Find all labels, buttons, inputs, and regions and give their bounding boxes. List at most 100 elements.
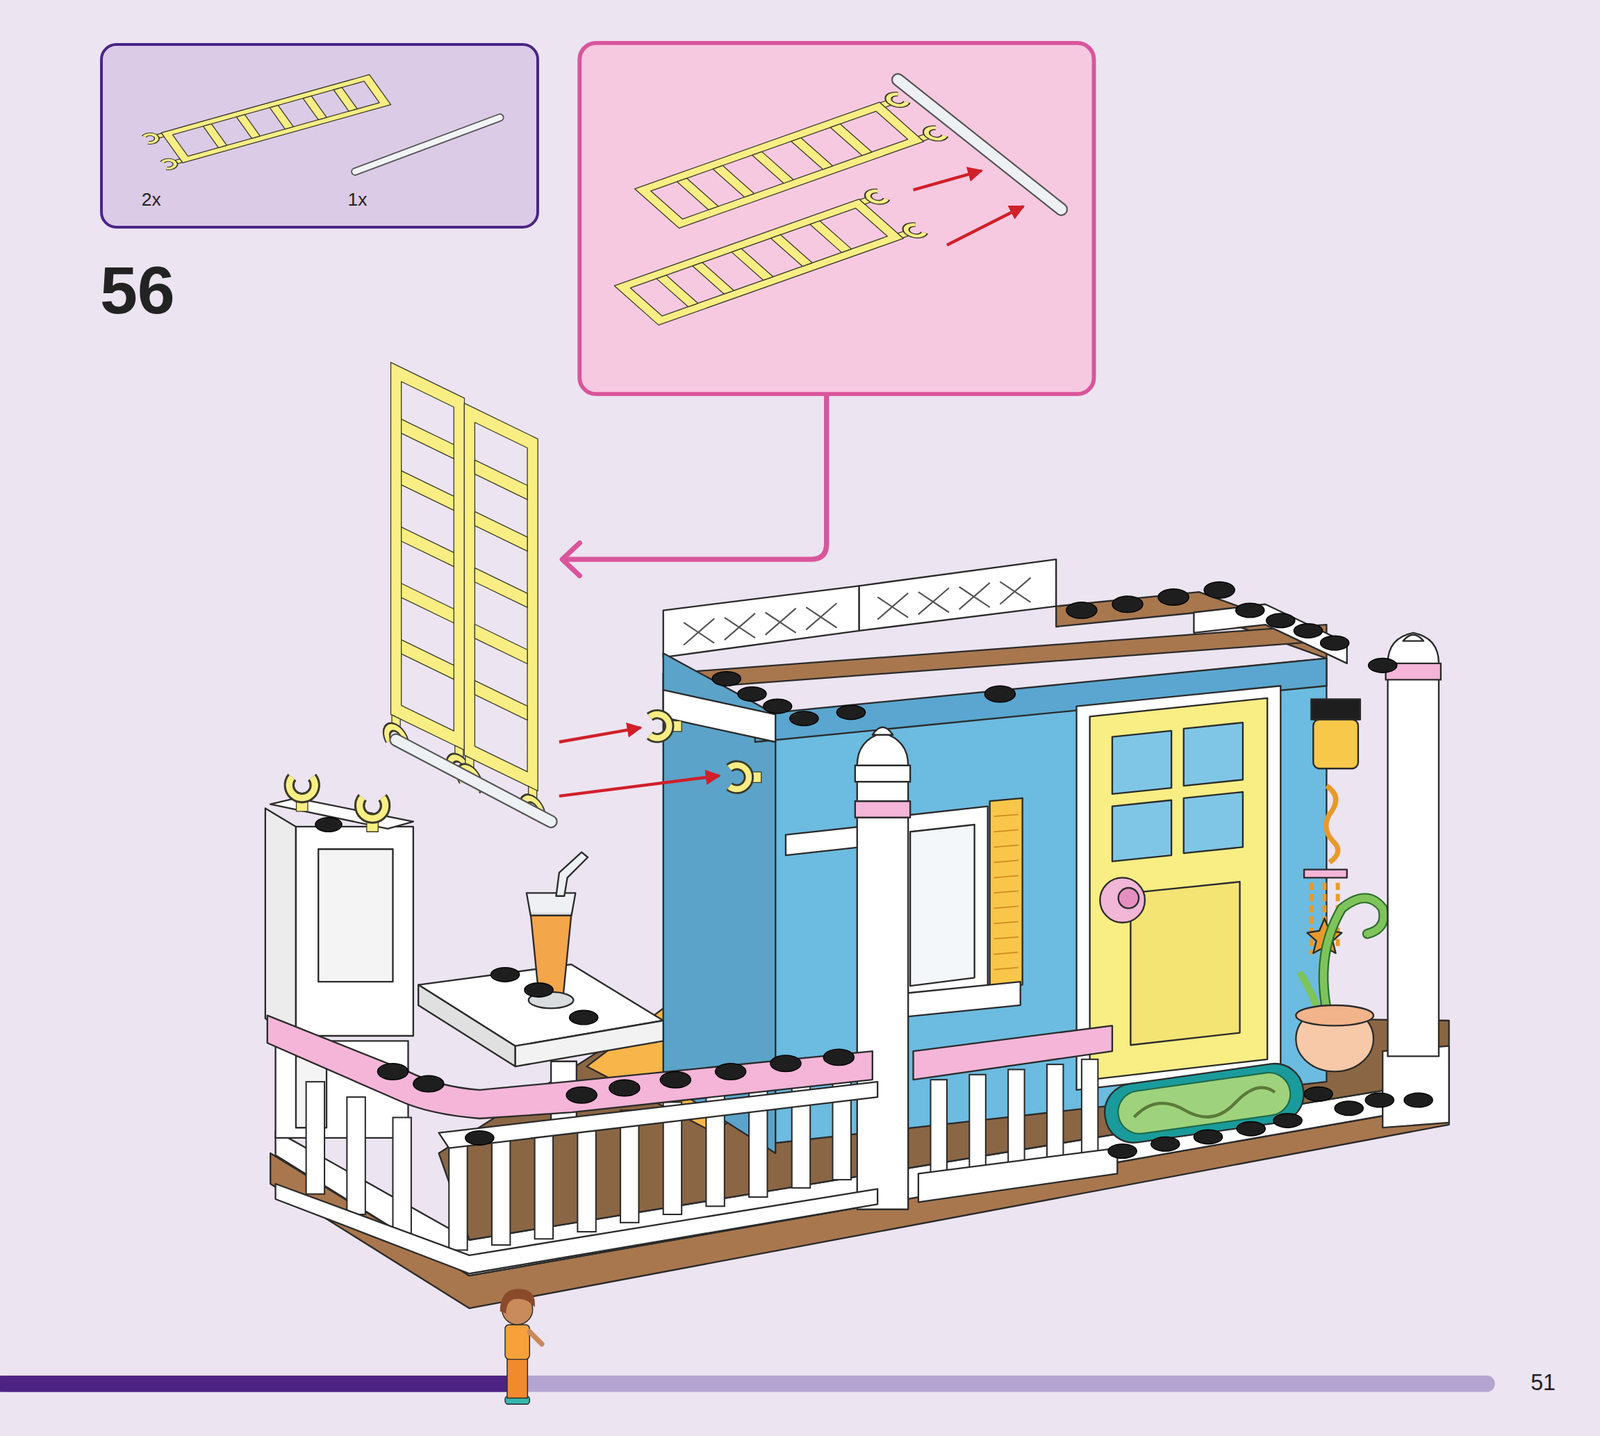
beach-house-model-part-part [994,844,1019,847]
beach-house-model-part-part [836,705,865,720]
sub-assembly-callout-part [612,189,927,328]
beach-house-model-part [1388,632,1439,664]
ladder-sub-assembly-part [559,775,720,796]
beach-house-model-part [857,732,909,766]
beach-house-model-part-part [1266,613,1296,629]
beach-house-model-part [1112,800,1172,862]
beach-house-model-part-part [1293,623,1323,639]
beach-house-model-part [418,985,516,1068]
beach-house-model-part-part [789,711,819,727]
progress-figure-part [529,1331,542,1345]
beach-house-model-part-part [823,1049,854,1066]
beach-house-model-part-part [994,921,1019,925]
beach-house-model-part [265,807,296,1036]
part-count: 2x [141,190,162,209]
beach-house-model-part-part [994,967,1019,970]
part-count: 1x [347,190,367,209]
beach-house-model-part-part [315,817,342,833]
beach-house-model-part-part [959,587,991,608]
beach-house-model-part-part [877,593,909,620]
sub-assembly-callout-part [898,79,1062,210]
beach-house-model-part-part [1081,1059,1099,1154]
beach-house-model-part [1099,877,1145,923]
beach-house-model-part-part [765,608,797,635]
ladder-sub-assembly [386,360,720,822]
parts-list [100,43,540,229]
beach-house-model-part [1101,1060,1308,1147]
beach-house-model-part-part [1404,1092,1433,1108]
beach-house-model-part-part [918,591,950,613]
beach-house-model-part-part [994,952,1019,955]
beach-house-model-part-part [413,1075,444,1093]
progress-bar-part [0,1375,1496,1393]
beach-house-model-part-part [1112,596,1143,613]
beach-house-model-part-part [770,1055,802,1072]
beach-house-model-part-part [1334,1101,1364,1116]
beach-house-model-part-part [1273,1113,1302,1129]
beach-house-model-part-part [1066,602,1098,620]
progress-figure-part [505,1324,530,1360]
beach-house-model-part-part [377,1063,408,1081]
beach-house-model-part-part [994,875,1019,878]
sub-assembly-callout-part [579,43,1094,394]
sub-assembly-callout-part [946,206,1024,246]
beach-house-model-part-part [660,1071,691,1088]
beach-house-model-part-part [805,607,837,628]
beach-house-model-part [872,727,893,736]
beach-house-model-part [1193,604,1347,664]
beach-house-model-part [1310,698,1361,720]
beach-house-model-part [1118,887,1139,909]
parts-list-part [355,117,501,172]
beach-house-model-part-part [392,1117,411,1236]
beach-house-model-part [649,714,682,738]
beach-house-model-part [1403,634,1424,642]
beach-house-model-part-part [984,685,1016,703]
sub-assembly-callout-part [564,393,827,560]
beach-house-model-part-part [1046,1064,1064,1159]
parts-list-box: 2x 1x [100,43,540,229]
beach-house-model-part [1326,785,1339,863]
parts-list-part [143,72,392,170]
ladder-sub-assembly-part [396,739,551,822]
sub-assembly-callout [562,43,1094,576]
beach-house-model-part-part [306,1081,325,1195]
beach-house-model-part-part [994,937,1019,940]
beach-house-model-part-part [805,603,837,630]
beach-house-model-part-part [491,1131,510,1246]
beach-house-model-part [315,581,1433,1159]
beach-house-model-part-part [534,1124,554,1240]
ladder-sub-assembly-part [459,400,542,822]
beach-house-model-part-part [959,582,991,610]
beach-house-model-part [896,806,988,1003]
beach-house-model-part [295,826,414,1036]
beach-house-model-part-part [999,581,1031,602]
beach-house-model-part-part [994,829,1019,832]
beach-house-model-part-part [737,687,767,702]
beach-house-model-part-part [969,1074,986,1169]
beach-house-model-part [275,1183,879,1274]
beach-house-model-part-part [1365,1092,1394,1108]
beach-house-model-part-part [715,1063,747,1081]
beach-house-model-part-part [1108,1144,1137,1159]
beach-house-model-part-part [1101,1060,1308,1147]
beach-house-model-part-part [448,1137,467,1251]
beach-house-model-part-part [994,860,1019,863]
beach-house-model-part-part [683,618,715,645]
ladder-sub-assembly-part [386,360,469,781]
beach-house-model-part-part [1158,589,1189,606]
beach-house-model-part-part [1008,1069,1025,1164]
beach-house-model-part-part [524,983,554,998]
beach-house-model-part [1388,678,1439,1057]
beach-house-model-part-part [346,1097,365,1215]
beach-house-model-part [1130,881,1240,1045]
beach-house-model-part-part [724,617,756,638]
sub-assembly-callout-part [913,170,982,191]
progress-bar-part [0,1375,516,1393]
beach-house-model-part [1313,719,1359,770]
beach-house-model-part-part [994,890,1019,893]
beach-house-model-part-part [577,1117,596,1233]
beach-house-model-part [663,585,860,658]
beach-house-model-part-part [999,578,1031,605]
ladder-sub-assembly-part [559,727,642,742]
